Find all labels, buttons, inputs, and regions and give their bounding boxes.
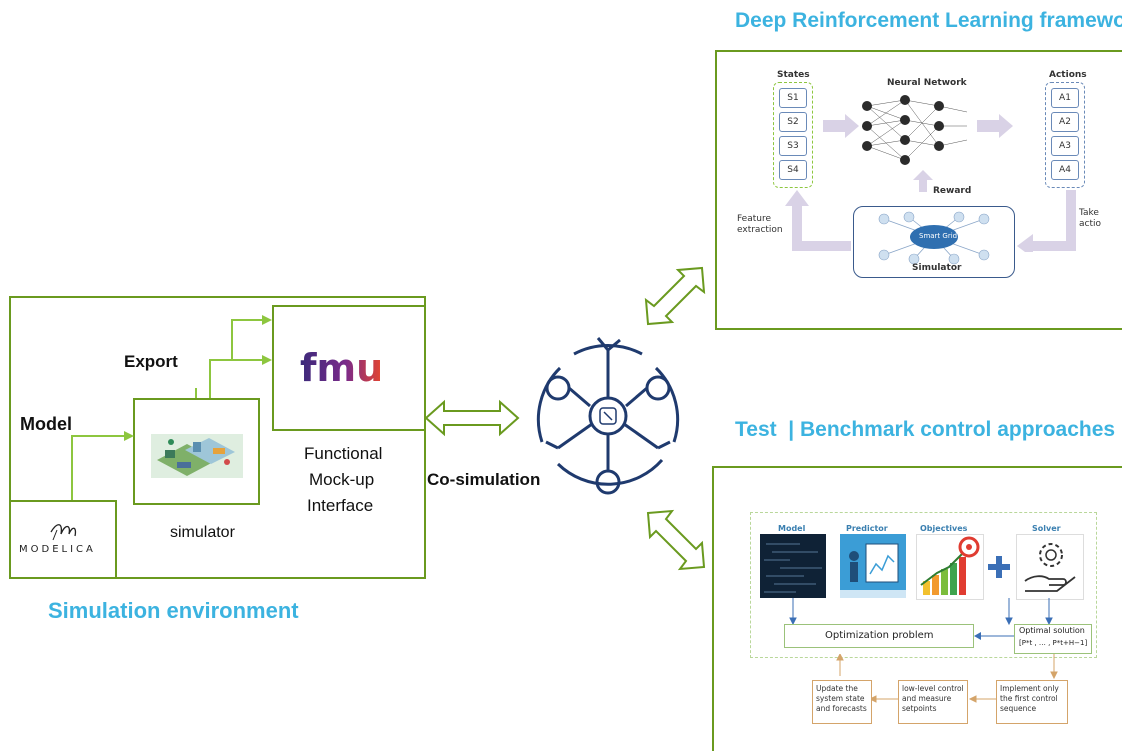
- implement-first-label: Implement only the first control sequenc…: [1000, 684, 1059, 713]
- fmu-logo-mark: fmu: [300, 346, 383, 390]
- equations-image: [764, 543, 822, 593]
- drl-take-label-1: Take: [1079, 208, 1099, 218]
- optimal-solution-formula: [P*t , … , P*t+H−1]: [1019, 639, 1088, 647]
- drl-feature-label-1: Feature: [737, 214, 772, 224]
- modelica-box: MODELICA: [9, 500, 117, 579]
- plus-icon: [988, 556, 1010, 578]
- objectives-image: [920, 536, 980, 595]
- drl-action-node: A3: [1051, 136, 1079, 156]
- fmu-logo-text: fmu: [300, 346, 383, 390]
- simulator-plant-illustration: [151, 434, 243, 478]
- reward-arrow: [913, 170, 933, 192]
- drl-actions-label: Actions: [1049, 70, 1087, 80]
- export-arrow-upper: [231, 319, 266, 360]
- lowlevel-control-label: low-level control and measure setpoints: [902, 684, 964, 713]
- modelica-logo: MODELICA: [17, 520, 113, 564]
- drl-simulator-box: Smart Grid Simulator: [853, 206, 1015, 278]
- bench-solver-tile: [1016, 534, 1084, 600]
- lowlevel-control-box: low-level control and measure setpoints: [898, 680, 968, 724]
- optimal-solution-box: Optimal solution [P*t , … , P*t+H−1]: [1014, 624, 1092, 654]
- drl-network-label: Neural Network: [887, 78, 967, 88]
- drl-reward-label: Reward: [933, 186, 972, 196]
- drl-action-node: A2: [1051, 112, 1079, 132]
- update-state-box: Update the system state and forecasts: [812, 680, 872, 724]
- simulator-caption: simulator: [170, 524, 235, 541]
- bench-model-heading: Model: [778, 524, 806, 533]
- simulator-box: [133, 398, 260, 505]
- implement-first-box: Implement only the first control sequenc…: [996, 680, 1068, 724]
- optimal-solution-label: Optimal solution: [1019, 626, 1085, 635]
- drl-states-column: [773, 82, 813, 188]
- drl-title: Deep Reinforcement Learning framework: [735, 9, 1122, 32]
- cosim-label: Co-simulation: [427, 470, 541, 489]
- cosim-double-arrow[interactable]: [424, 398, 520, 438]
- drl-action-node: A4: [1051, 160, 1079, 180]
- neural-network-diagram: [823, 95, 1013, 165]
- benchmark-double-arrow[interactable]: [640, 505, 710, 575]
- drl-state-node: S1: [779, 88, 807, 108]
- drl-frame: States S1 S2 S3 S4 Neural Network Action…: [715, 50, 1122, 330]
- modelica-logo-text: MODELICA: [19, 544, 96, 555]
- benchmark-inner-frame: [750, 512, 1097, 658]
- drl-double-arrow[interactable]: [640, 262, 710, 332]
- drl-action-node: A1: [1051, 88, 1079, 108]
- drl-feature-label-2: extraction: [737, 225, 783, 235]
- drl-simulator-label: Simulator: [912, 263, 962, 273]
- export-arrow-lower: [209, 359, 266, 398]
- control-loop-arrows: [836, 654, 1058, 703]
- microgrid-hub-icon: [536, 337, 680, 495]
- bench-objectives-heading: Objectives: [920, 524, 968, 533]
- smart-grid-label: Smart Grid: [919, 232, 958, 240]
- fmu-caption-line3: Interface: [307, 496, 374, 515]
- drl-actions-column: [1045, 82, 1085, 188]
- model-to-simulator-arrow: [71, 435, 128, 500]
- drl-take-label-2: actio: [1079, 219, 1101, 229]
- predictor-image: [840, 534, 906, 598]
- fmu-caption-line1: Functional: [304, 444, 383, 463]
- update-state-label: Update the system state and forecasts: [816, 684, 867, 713]
- bench-solver-heading: Solver: [1032, 524, 1061, 533]
- optimization-connectors: [789, 598, 1053, 626]
- drl-state-node: S2: [779, 112, 807, 132]
- bench-model-tile: [760, 534, 826, 598]
- simulation-connectors: [71, 315, 272, 500]
- fmu-box: fmu: [272, 305, 426, 431]
- bench-predictor-tile: [840, 534, 906, 598]
- drl-state-node: S3: [779, 136, 807, 156]
- optimization-problem-box: Optimization problem: [784, 624, 974, 648]
- benchmark-title: Test | Benchmark control approaches: [735, 418, 1116, 441]
- solution-feedback-arrow: [974, 632, 1014, 640]
- optimization-problem-label: Optimization problem: [825, 630, 934, 641]
- simulation-environment-title: Simulation environment: [48, 598, 299, 623]
- smart-grid-illustration: [878, 211, 990, 265]
- take-action-loop-arrow: [1017, 190, 1076, 252]
- export-label: Export: [124, 352, 178, 371]
- bench-predictor-heading: Predictor: [846, 524, 888, 533]
- modelica-logo-mark: [50, 524, 77, 541]
- fmu-logo: fmu: [296, 345, 406, 393]
- drl-states-label: States: [777, 70, 810, 80]
- benchmark-frame: Model Predictor Objectives Solver: [712, 466, 1122, 751]
- drl-state-node: S4: [779, 160, 807, 180]
- model-label: Model: [20, 414, 72, 434]
- bench-objectives-tile: [916, 534, 984, 600]
- fmu-caption-line2: Mock-up: [309, 470, 375, 489]
- solver-gear-hand-icon: [1024, 543, 1076, 592]
- feature-extraction-loop-arrow: [785, 190, 851, 251]
